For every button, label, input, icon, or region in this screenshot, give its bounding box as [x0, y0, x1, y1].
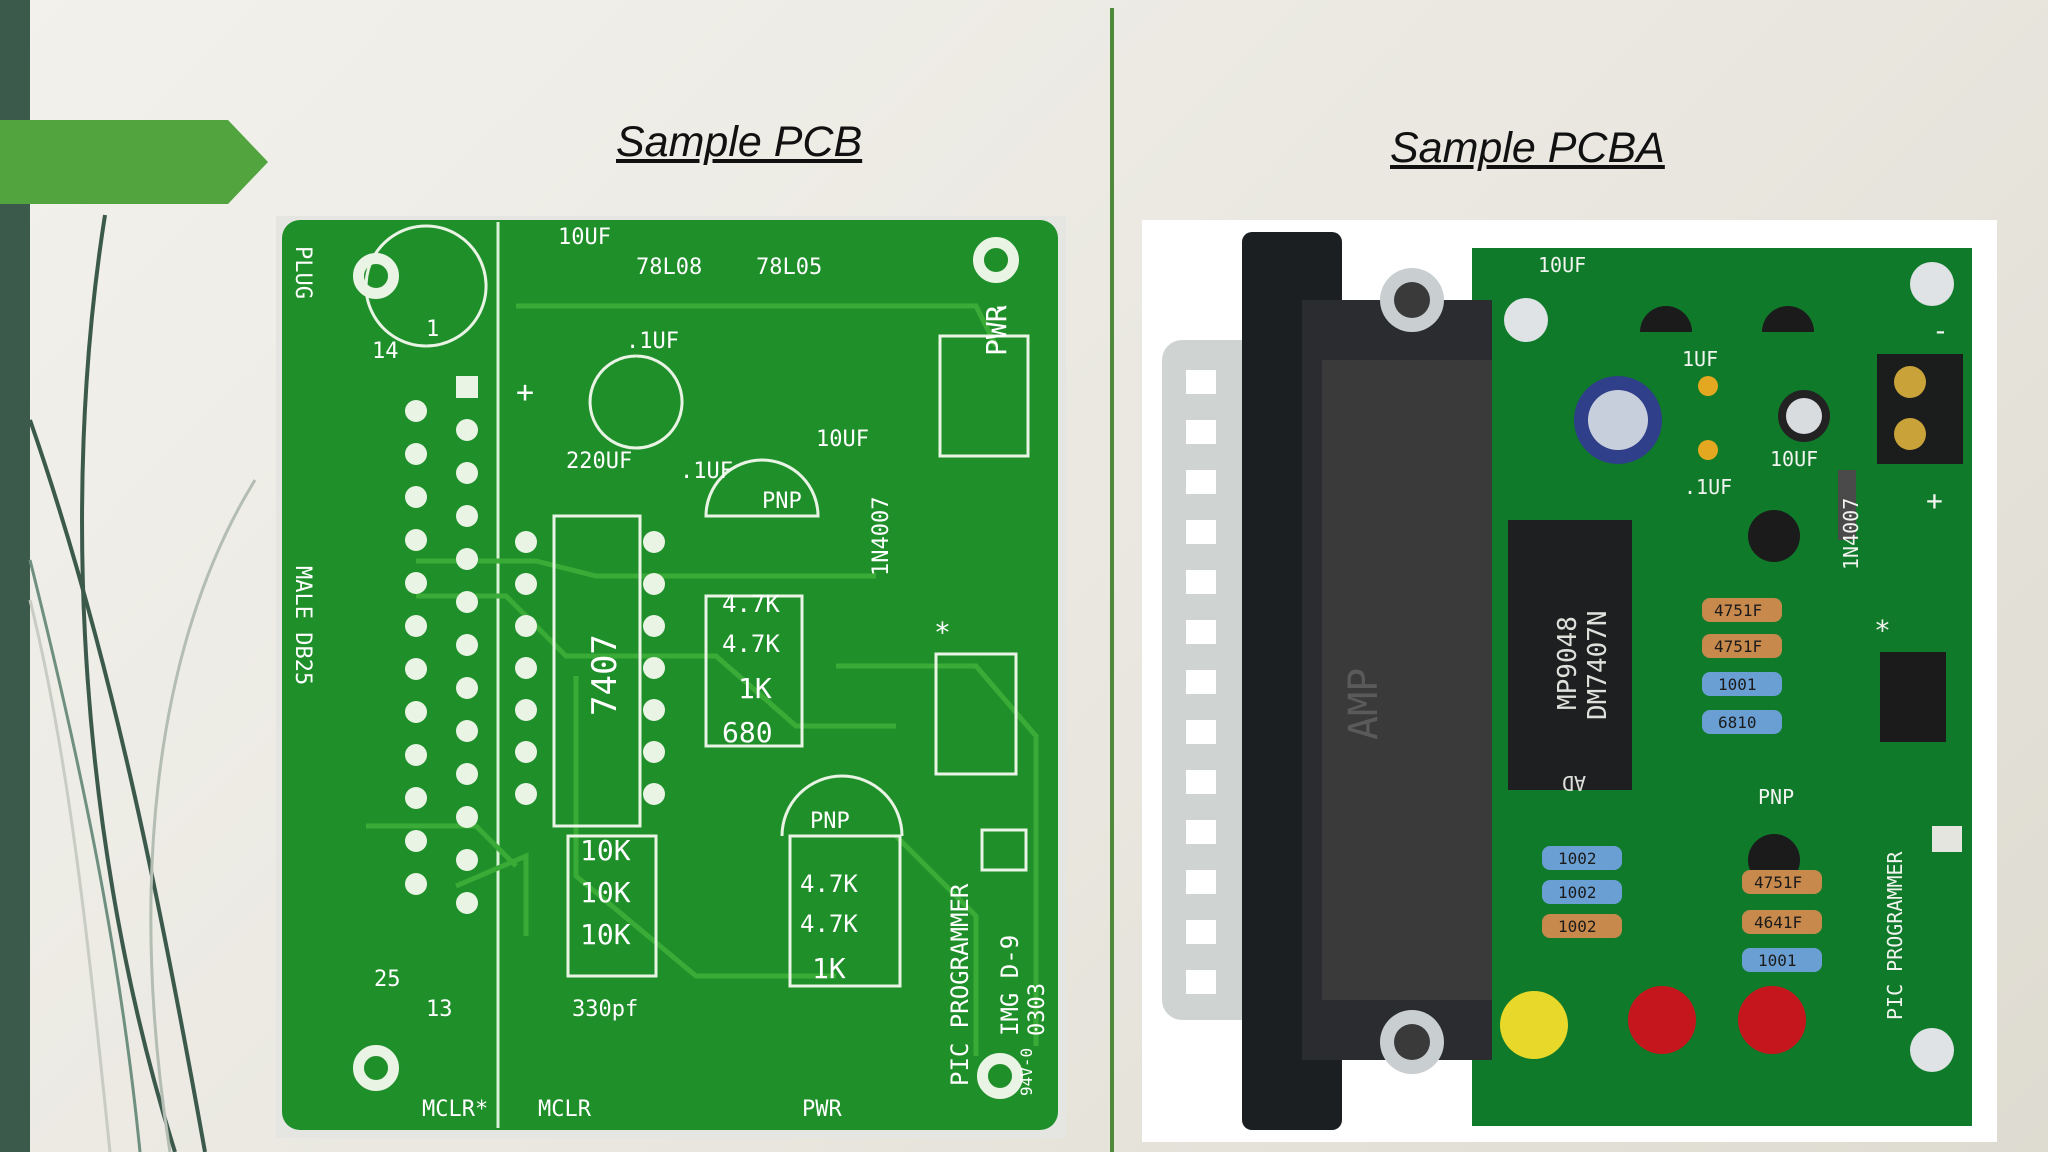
- db25-pin: [1186, 770, 1216, 794]
- pcb-label-r2: 4.7K: [722, 630, 780, 658]
- pcb-label-r7: 10K: [580, 918, 631, 951]
- pcb-label-c1uf-a: .1UF: [626, 329, 679, 354]
- pcb-label-star: *: [934, 616, 951, 649]
- pcb-label-mclr: MCLR: [538, 1097, 592, 1122]
- pcba-label-c1uf2: .1UF: [1684, 475, 1732, 499]
- pcba-res-a: 4751F: [1714, 601, 1762, 620]
- section-arrow: [0, 120, 268, 204]
- pcb-label-r5: 10K: [580, 834, 631, 867]
- pcb-label-pic: PIC PROGRAMMER: [946, 883, 974, 1086]
- db25-pin: [1186, 570, 1216, 594]
- pcb-label-c10uf-b: 10UF: [816, 427, 869, 452]
- column-divider: [1110, 8, 1114, 1152]
- pcb-label-code: 0303: [1025, 983, 1050, 1036]
- pcb-label-r6: 10K: [580, 876, 631, 909]
- pcb-label-pwr-led: PWR: [802, 1097, 842, 1122]
- pcba-label-plus: +: [1926, 484, 1943, 517]
- pcb-label-db25: MALE DB25: [290, 566, 315, 685]
- pcb-label-r3: 1K: [738, 672, 772, 705]
- pcb-label-pin1: 1: [426, 317, 439, 342]
- pcb-label-pnp2: PNP: [810, 809, 850, 834]
- db25-pin: [1186, 370, 1216, 394]
- db25-pin: [1186, 820, 1216, 844]
- pcba-label-minus: -: [1932, 314, 1949, 347]
- pcba-label-c1uf: 1UF: [1682, 347, 1718, 371]
- pcb-label-r8: 4.7K: [800, 870, 858, 898]
- sample-pcb-image: (function(){ var g=document.getElementBy…: [276, 216, 1066, 1138]
- pcba-label-pic: PIC PROGRAMMER: [1883, 850, 1907, 1020]
- db25-pin: [1186, 470, 1216, 494]
- db25-pin: [1186, 870, 1216, 894]
- sample-pcba-image: (function(){ var s=document.currentScrip…: [1142, 220, 1997, 1142]
- decorative-curves: [28, 214, 257, 1152]
- pcb-label-pin25: 25: [374, 967, 401, 992]
- pcba-connector-label: AMP: [1341, 668, 1387, 740]
- pcba-res-d: 6810: [1718, 713, 1757, 732]
- pcb-label-pnp1: PNP: [762, 489, 802, 514]
- pcb-label-r1: 4.7K: [722, 590, 780, 618]
- pcb-label-reg2: 78L05: [756, 255, 822, 280]
- pcb-label-pin14: 14: [372, 339, 399, 364]
- pcb-label-r9: 4.7K: [800, 910, 858, 938]
- pcb-label-c1uf-b: .1UF: [680, 459, 733, 484]
- pcb-label-pwr: PWR: [980, 305, 1013, 356]
- pcba-label-diode: 1N4007: [1839, 498, 1863, 570]
- left-title: Sample PCB: [616, 118, 863, 166]
- pcba-res-h: 4751F: [1754, 873, 1802, 892]
- pcb-label-minus: -: [992, 289, 1010, 324]
- pcba-ic-line1: MP9048: [1553, 616, 1583, 710]
- db25-pin: [1186, 670, 1216, 694]
- pcba-res-f: 1002: [1558, 883, 1597, 902]
- pcba-res-g: 1002: [1558, 917, 1597, 936]
- pcba-label-c10uf: 10UF: [1538, 253, 1586, 277]
- pcb-label-diode: 1N4007: [869, 497, 894, 576]
- right-title: Sample PCBA: [1390, 124, 1665, 172]
- pcb-label-plug: PLUG: [290, 246, 315, 299]
- pcb-label-ic: 7407: [585, 634, 625, 716]
- pcb-label-plus: +: [516, 375, 534, 410]
- db25-pin: [1186, 520, 1216, 544]
- pcb-label-r10: 1K: [812, 952, 846, 985]
- pcb-label-img: IMG D-9: [996, 935, 1024, 1036]
- pcba-res-c: 1001: [1718, 675, 1757, 694]
- pcba-ic-line3: AD: [1562, 771, 1586, 795]
- pcb-label-c220uf: 220UF: [566, 449, 632, 474]
- pcba-label-star: *: [1874, 614, 1891, 647]
- pcba-res-i: 4641F: [1754, 913, 1802, 932]
- pcb-label-c10uf: 10UF: [558, 225, 611, 250]
- pcba-label-pnp: PNP: [1758, 785, 1794, 809]
- db25-pin: [1186, 720, 1216, 744]
- pcba-label-c10uf2: 10UF: [1770, 447, 1818, 471]
- db25-pin: [1186, 420, 1216, 444]
- pcba-ic-line2: DM7407N: [1583, 610, 1613, 720]
- pcb-label-cap330: 330pf: [572, 997, 638, 1022]
- pcba-res-e: 1002: [1558, 849, 1597, 868]
- pcb-label-mclr-star: MCLR*: [422, 1097, 488, 1122]
- pcba-res-b: 4751F: [1714, 637, 1762, 656]
- pcb-label-reg1: 78L08: [636, 255, 702, 280]
- db25-pin: [1186, 920, 1216, 944]
- db25-pin: [1186, 620, 1216, 644]
- pcb-label-r4: 680: [722, 716, 773, 749]
- pcb-label-rating: 94V-0: [1017, 1048, 1036, 1096]
- pcba-res-j: 1001: [1758, 951, 1797, 970]
- pcb-label-pin13: 13: [426, 997, 453, 1022]
- db25-pin: [1186, 970, 1216, 994]
